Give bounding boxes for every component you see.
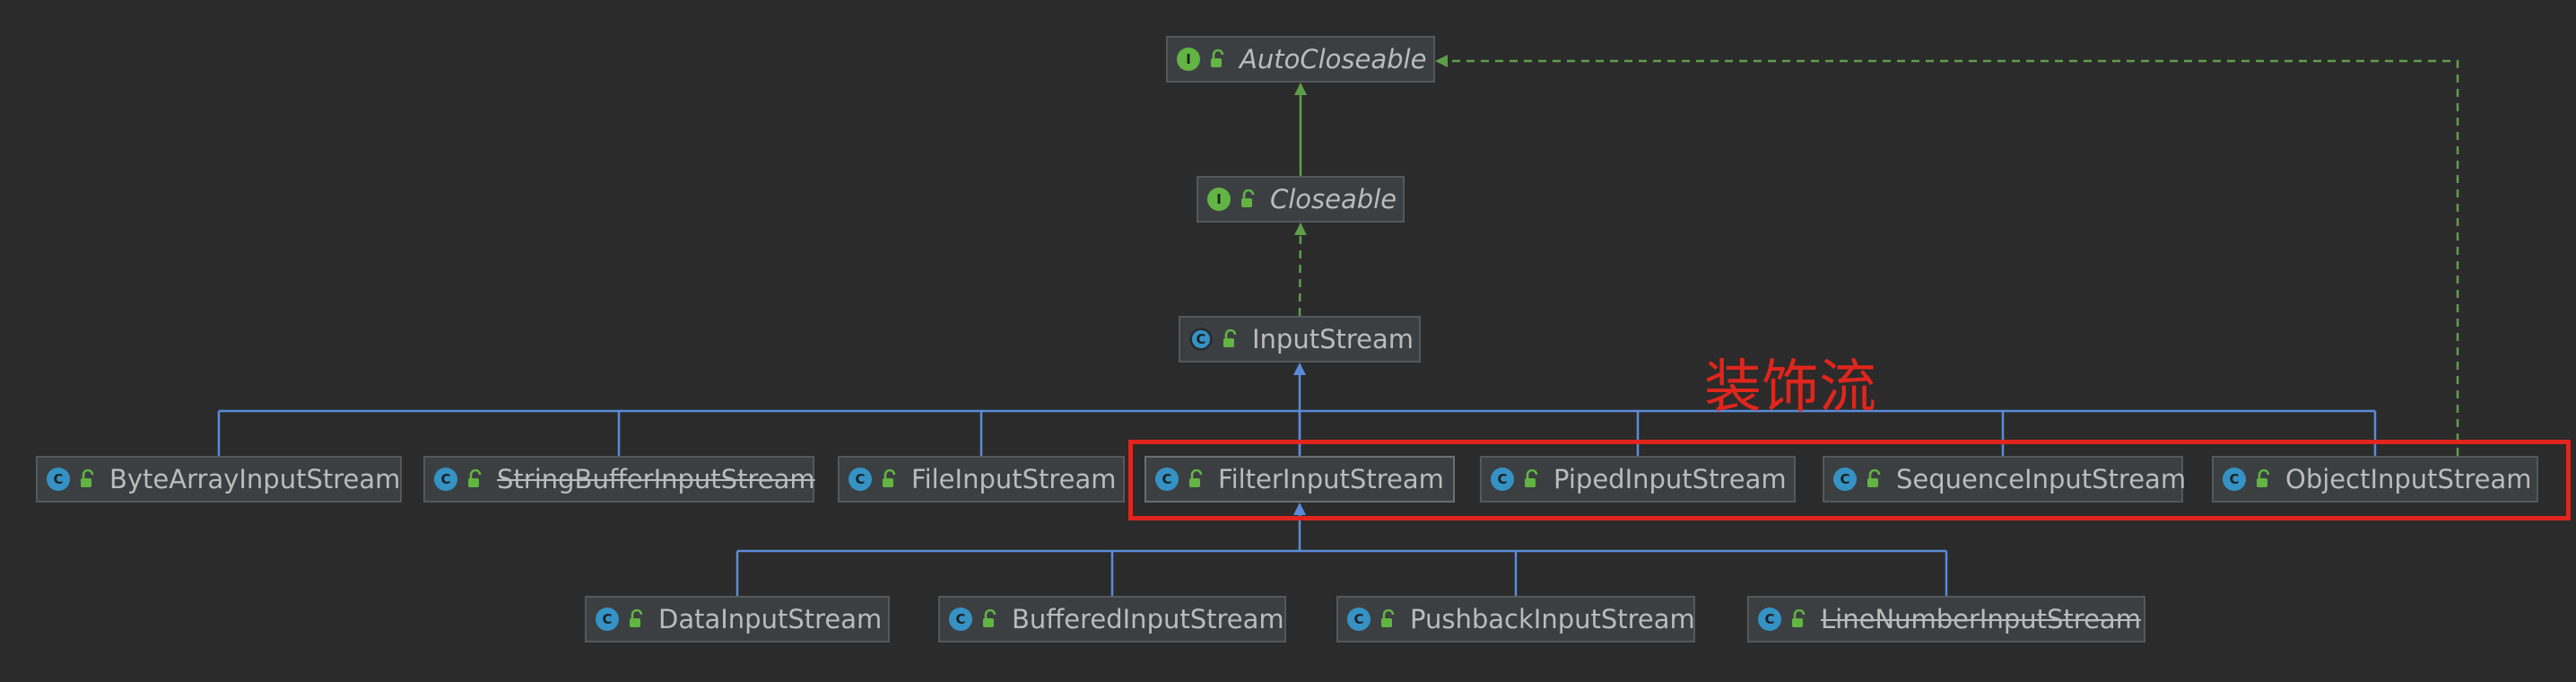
class-name: FilterInputStream <box>1218 464 1444 494</box>
unlocked-icon <box>1220 329 1240 349</box>
class-node-sequenceinputstream[interactable]: C SequenceInputStream <box>1823 456 2187 503</box>
class-icon: C <box>1347 608 1371 631</box>
edge-objectinputstream-to-autocloseable <box>1435 55 2459 456</box>
unlocked-icon <box>979 609 999 629</box>
class-node-pipedinputstream[interactable]: C PipedInputStream <box>1480 456 1796 503</box>
unlocked-icon <box>1207 49 1227 69</box>
class-icon: C <box>2223 468 2246 491</box>
class-name: AutoCloseable <box>1240 44 1427 74</box>
unlocked-icon <box>1238 189 1258 209</box>
class-node-filterinputstream[interactable]: C FilterInputStream <box>1144 456 1455 503</box>
class-icon: C <box>1833 468 1857 491</box>
abstract-class-icon: C <box>1189 328 1213 351</box>
class-name: InputStream <box>1252 324 1414 354</box>
class-name: ByteArrayInputStream <box>109 464 401 494</box>
decorator-highlight-box <box>1128 440 2571 520</box>
class-name: Closeable <box>1270 184 1397 214</box>
unlocked-icon <box>2253 469 2273 489</box>
unlocked-icon <box>1788 609 1808 629</box>
class-node-fileinputstream[interactable]: C FileInputStream <box>838 456 1125 503</box>
class-node-inputstream[interactable]: C InputStream <box>1179 316 1421 363</box>
class-node-autocloseable[interactable]: I AutoCloseable <box>1166 36 1435 83</box>
edge-inputstream-to-closeable <box>1293 223 1307 317</box>
class-name: PushbackInputStream <box>1410 604 1695 634</box>
class-name: LineNumberInputStream <box>1821 604 2141 634</box>
unlocked-icon <box>1864 469 1884 489</box>
unlocked-icon <box>465 469 484 489</box>
class-node-pushbackinputstream[interactable]: C PushbackInputStream <box>1336 596 1695 643</box>
class-icon: C <box>1491 468 1514 491</box>
interface-icon: I <box>1207 188 1231 211</box>
class-name: SequenceInputStream <box>1896 464 2187 494</box>
unlocked-icon <box>1186 469 1205 489</box>
class-node-datainputstream[interactable]: C DataInputStream <box>585 596 890 643</box>
class-node-linenumberinputstream[interactable]: C LineNumberInputStream <box>1747 596 2145 643</box>
class-node-bytearrayinputstream[interactable]: C ByteArrayInputStream <box>36 456 402 503</box>
class-name: FileInputStream <box>911 464 1117 494</box>
unlocked-icon <box>879 469 899 489</box>
unlocked-icon <box>77 469 97 489</box>
class-name: ObjectInputStream <box>2285 464 2532 494</box>
interface-icon: I <box>1177 48 1200 71</box>
unlocked-icon <box>1378 609 1397 629</box>
class-node-closeable[interactable]: I Closeable <box>1197 176 1405 223</box>
class-icon: C <box>1155 468 1179 491</box>
class-icon: C <box>949 608 972 631</box>
class-node-objectinputstream[interactable]: C ObjectInputStream <box>2212 456 2538 503</box>
class-node-stringbufferinputstream[interactable]: C StringBufferInputStream <box>423 456 815 503</box>
class-icon: C <box>434 468 457 491</box>
unlocked-icon <box>1521 469 1541 489</box>
unlocked-icon <box>626 609 646 629</box>
class-icon: C <box>47 468 70 491</box>
class-name: PipedInputStream <box>1553 464 1787 494</box>
class-node-bufferedinputstream[interactable]: C BufferedInputStream <box>938 596 1286 643</box>
class-icon: C <box>1758 608 1781 631</box>
class-name: StringBufferInputStream <box>497 464 815 494</box>
class-icon: C <box>849 468 872 491</box>
class-icon: C <box>596 608 619 631</box>
class-name: DataInputStream <box>658 604 883 634</box>
decorator-annotation-label: 装饰流 <box>1704 354 1876 421</box>
class-name: BufferedInputStream <box>1012 604 1284 634</box>
